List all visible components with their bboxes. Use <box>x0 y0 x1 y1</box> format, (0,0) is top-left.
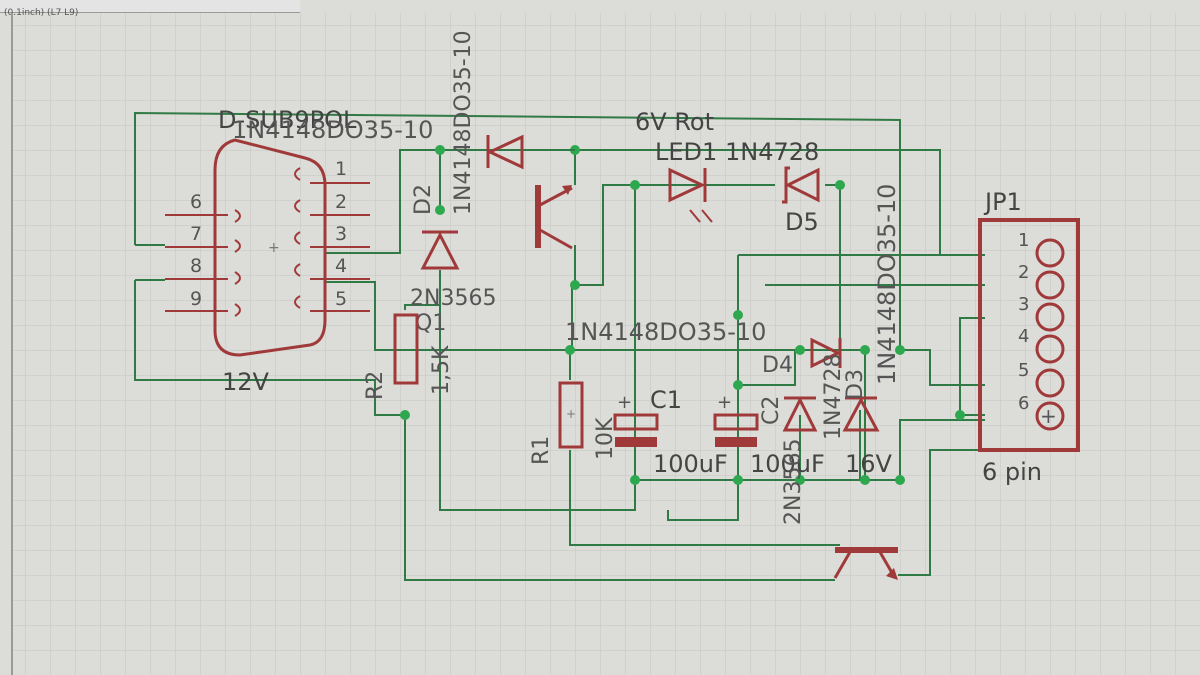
diode-d1[interactable]: 1N4148DO35-10 <box>232 116 575 170</box>
jp1-pin-3: 3 <box>1018 294 1029 315</box>
transistor-q2-value: 2N3565 <box>781 439 806 525</box>
capacitor-c1-name: C1 <box>650 386 682 414</box>
led1-value: 6V Rot <box>635 108 714 136</box>
resistor-r2-value: 1,5K <box>429 345 454 395</box>
capacitor-c2-name: C2 <box>759 396 784 425</box>
jp1-name: JP1 <box>983 188 1022 216</box>
wires <box>134 111 985 581</box>
transistor-q1-value: 2N3565 <box>410 286 496 311</box>
capacitor-c2-value: 100uF <box>750 450 825 478</box>
dsub-pin-1: 1 <box>335 158 347 180</box>
svg-text:+: + <box>617 392 632 413</box>
diode-d2-value: 1N4148DO35-10 <box>451 30 476 215</box>
resistor-r2[interactable]: R2 1,5K <box>363 313 454 400</box>
dsub-connector[interactable]: + 1 2 3 4 5 6 7 8 9 D-SUB9POL 12V <box>165 106 370 396</box>
dsub-pin-5: 5 <box>335 288 347 310</box>
jp1-value: 6 pin <box>982 458 1042 486</box>
diode-d4-name: D4 <box>762 353 793 378</box>
diode-d1-value: 1N4148DO35-10 <box>232 116 433 144</box>
diode-d6-value: 1N4148DO35-10 <box>873 184 901 385</box>
dsub-pin-9: 9 <box>190 288 202 310</box>
jp1-pin-2: 2 <box>1018 262 1029 283</box>
transistor-q1-name: Q1 <box>415 311 446 336</box>
dsub-pin-8: 8 <box>190 255 202 277</box>
header-jp1[interactable]: + 1 2 3 4 5 6 JP1 6 pin <box>978 188 1080 486</box>
svg-text:+: + <box>268 240 280 256</box>
jp1-pin-4: 4 <box>1018 326 1029 347</box>
diode-d4[interactable]: 1N4148DO35-10 D4 <box>565 318 842 378</box>
jp1-pin-1: 1 <box>1018 230 1029 251</box>
capacitor-c1-value: 100uF <box>653 450 728 478</box>
led1-name: LED1 <box>655 138 717 166</box>
dsub-pin-7: 7 <box>190 223 202 245</box>
dsub-value: 12V <box>222 368 270 396</box>
diode-d4-value: 1N4148DO35-10 <box>565 318 766 346</box>
transistor-q2[interactable] <box>833 547 898 580</box>
diode-d5-name: D5 <box>785 208 819 236</box>
dsub-pin-4: 4 <box>335 255 347 277</box>
svg-text:+: + <box>1040 404 1057 428</box>
diode-d3-value: 1N4728 <box>821 354 846 440</box>
diode-d5-value: 1N4728 <box>725 138 819 166</box>
svg-text:+: + <box>717 392 732 413</box>
zener-16v-value: 16V <box>845 450 893 478</box>
resistor-r1-name: R1 <box>529 436 554 465</box>
dsub-pin-2: 2 <box>335 191 347 213</box>
dsub-pin-3: 3 <box>335 223 347 245</box>
junctions <box>400 145 965 485</box>
dsub-pin-6: 6 <box>190 191 202 213</box>
capacitor-c2[interactable]: + C2 100uF <box>713 392 825 478</box>
transistor-q1[interactable]: 2N3565 Q1 <box>410 185 573 336</box>
diode-d2-name: D2 <box>411 184 436 215</box>
diode-d3-name: D3 <box>843 369 868 400</box>
jp1-pin-5: 5 <box>1018 360 1029 381</box>
led1[interactable]: 6V Rot LED1 <box>635 108 717 223</box>
svg-text:+: + <box>566 407 576 421</box>
capacitor-c1[interactable]: + C1 100uF <box>613 386 728 478</box>
diode-zener-pair[interactable]: 2N3565 1N4728 D3 16V <box>781 354 893 525</box>
jp1-pin-6: 6 <box>1018 393 1029 414</box>
resistor-r2-name: R2 <box>363 371 388 400</box>
diode-d2[interactable]: D2 1N4148DO35-10 <box>411 30 476 270</box>
dsub-name: D-SUB9POL <box>218 106 357 134</box>
diode-d5[interactable]: 1N4728 D5 <box>725 138 820 236</box>
